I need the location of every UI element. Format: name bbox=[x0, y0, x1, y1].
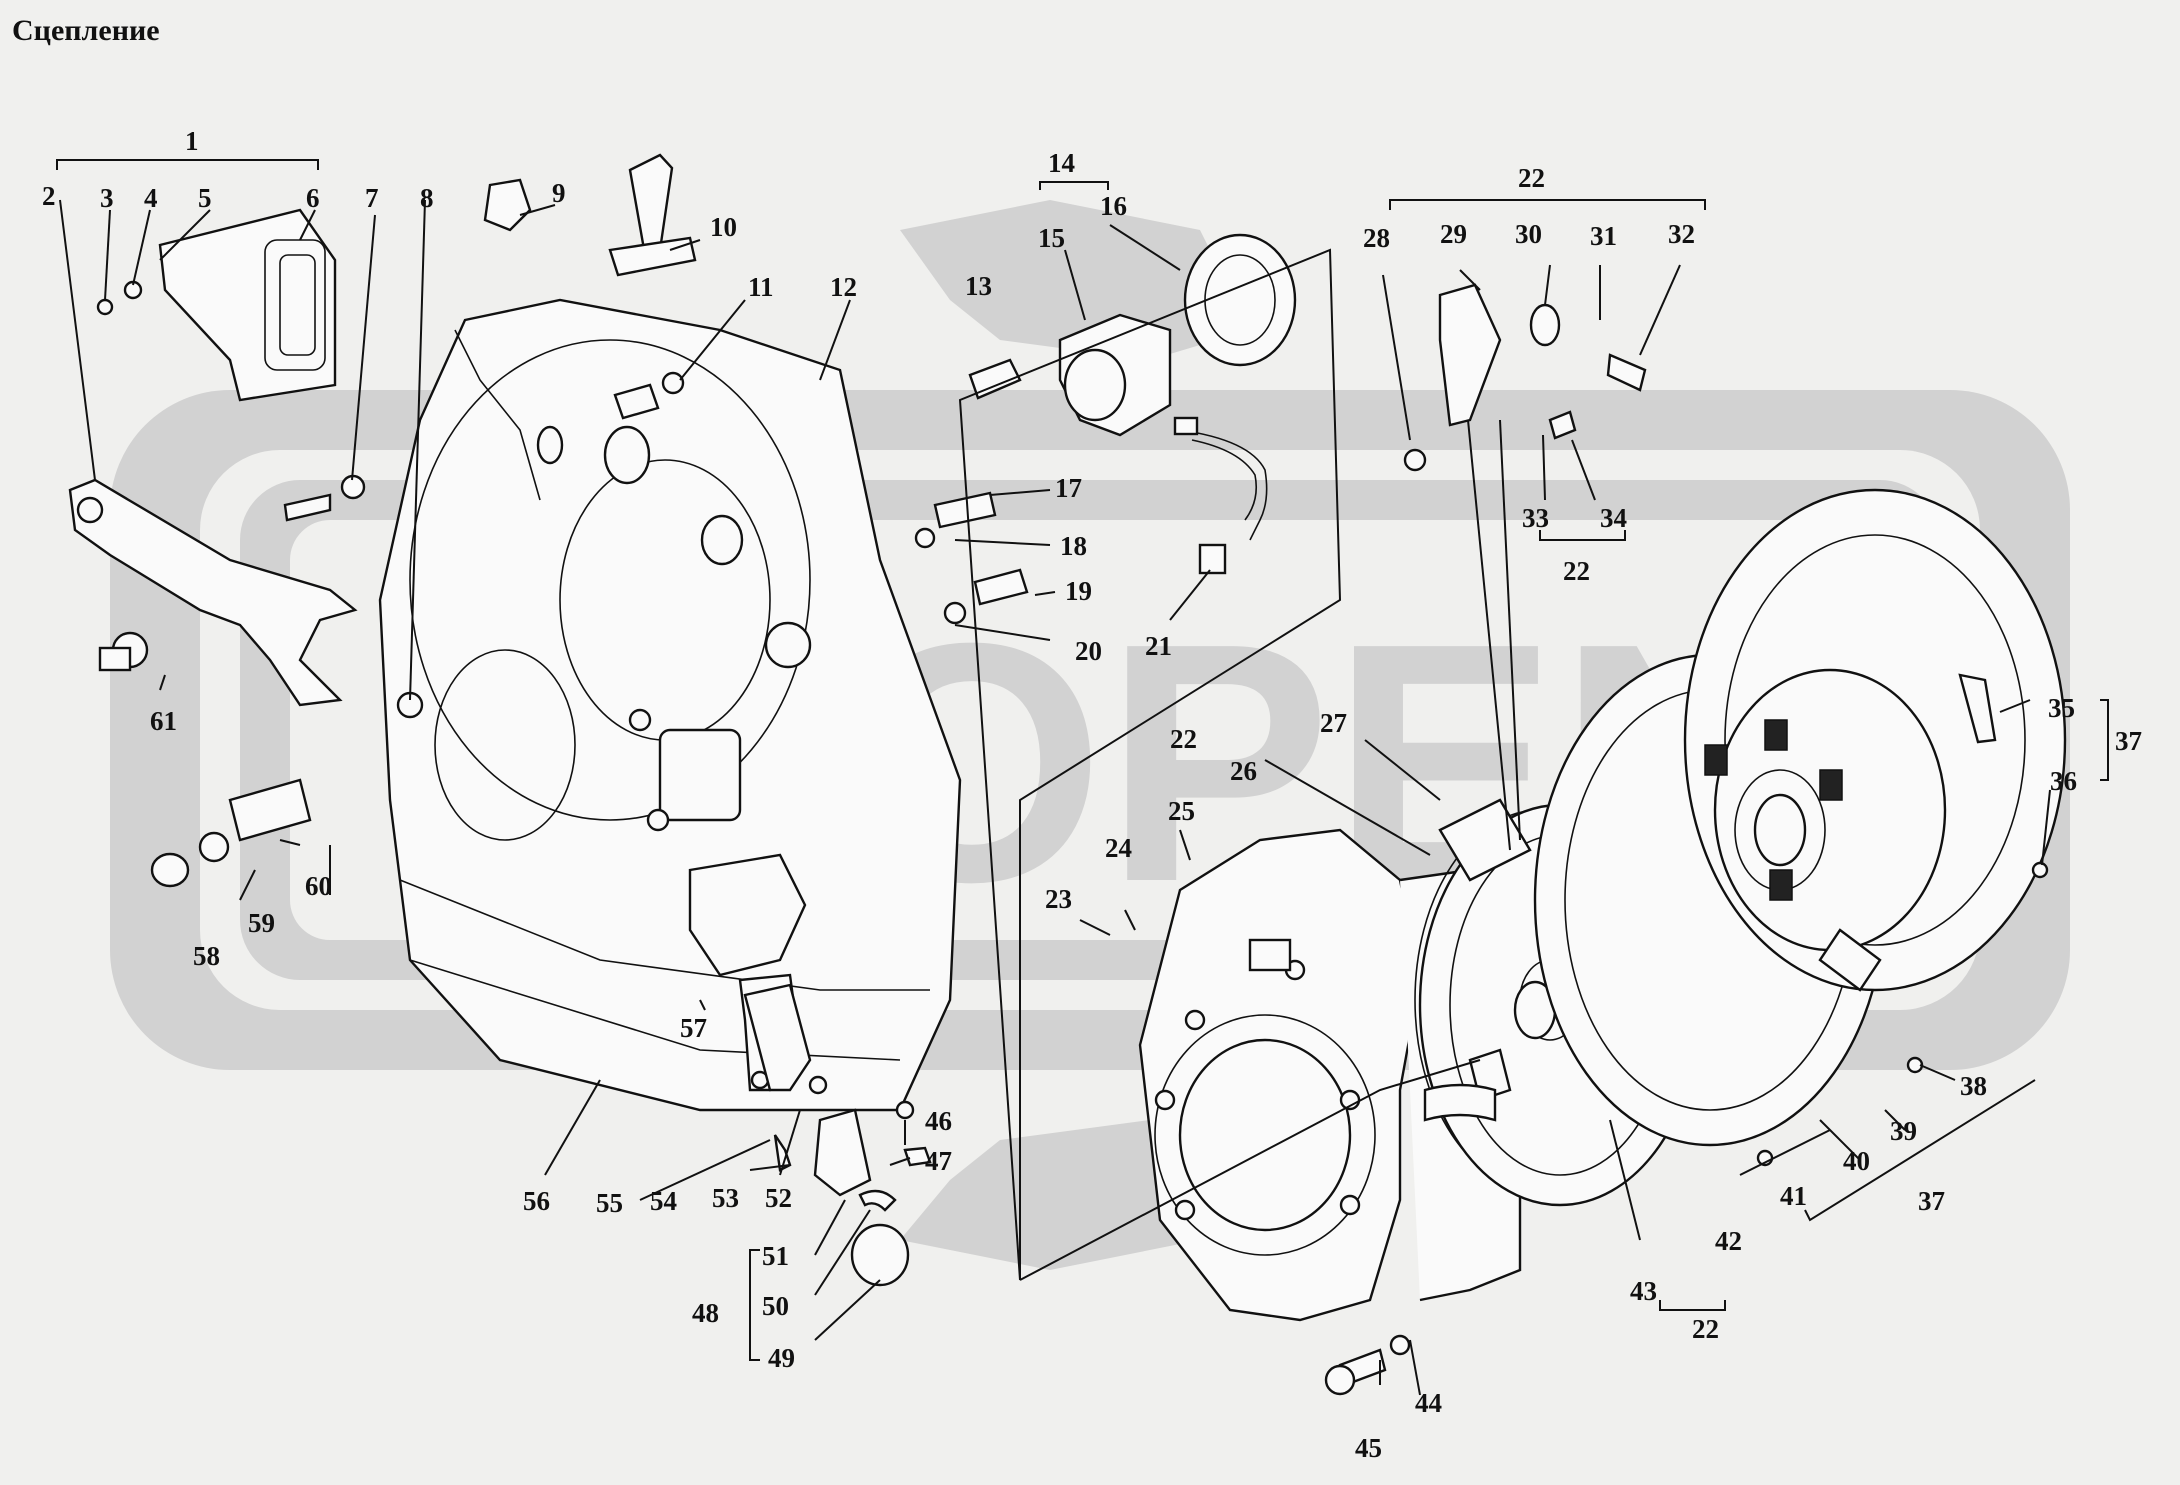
label-48: 48 bbox=[692, 1298, 719, 1328]
page-title: Сцепление bbox=[12, 14, 160, 47]
label-45: 45 bbox=[1355, 1433, 1382, 1463]
label-27: 27 bbox=[1320, 708, 1347, 738]
clutch-disc-assembly bbox=[1533, 488, 2067, 1167]
label-8: 8 bbox=[420, 183, 434, 213]
label-22c: 22 bbox=[1170, 724, 1197, 754]
label-30: 30 bbox=[1515, 219, 1542, 249]
label-18: 18 bbox=[1060, 531, 1087, 561]
label-50: 50 bbox=[762, 1291, 789, 1321]
label-51: 51 bbox=[762, 1241, 789, 1271]
clutch-housing bbox=[378, 298, 962, 1112]
label-46: 46 bbox=[925, 1106, 952, 1136]
label-20: 20 bbox=[1075, 636, 1102, 666]
label-55: 55 bbox=[596, 1188, 623, 1218]
label-19: 19 bbox=[1065, 576, 1092, 606]
label-1: 1 bbox=[185, 126, 199, 156]
label-2: 2 bbox=[42, 181, 56, 211]
label-22d: 22 bbox=[1692, 1314, 1719, 1344]
label-58: 58 bbox=[193, 941, 220, 971]
label-22b: 22 bbox=[1563, 556, 1590, 586]
label-15: 15 bbox=[1038, 223, 1065, 253]
label-11: 11 bbox=[748, 272, 774, 302]
small-parts-top bbox=[483, 153, 697, 420]
label-28: 28 bbox=[1363, 223, 1390, 253]
label-32: 32 bbox=[1668, 219, 1695, 249]
label-29: 29 bbox=[1440, 219, 1467, 249]
label-41: 41 bbox=[1780, 1181, 1807, 1211]
label-52: 52 bbox=[765, 1183, 792, 1213]
label-22a: 22 bbox=[1518, 163, 1545, 193]
release-bearing-parts bbox=[914, 233, 1297, 625]
lower-small-parts bbox=[150, 778, 1411, 1396]
label-49: 49 bbox=[768, 1343, 795, 1373]
label-17: 17 bbox=[1055, 473, 1082, 503]
label-10: 10 bbox=[710, 212, 737, 242]
label-33: 33 bbox=[1522, 503, 1549, 533]
label-60: 60 bbox=[305, 871, 332, 901]
label-31: 31 bbox=[1590, 221, 1617, 251]
label-36: 36 bbox=[2050, 766, 2077, 796]
label-40: 40 bbox=[1843, 1146, 1870, 1176]
label-3: 3 bbox=[100, 183, 114, 213]
label-57: 57 bbox=[680, 1013, 707, 1043]
label-21: 21 bbox=[1145, 631, 1172, 661]
label-14: 14 bbox=[1048, 148, 1075, 178]
label-12: 12 bbox=[830, 272, 857, 302]
label-23: 23 bbox=[1045, 884, 1072, 914]
label-47: 47 bbox=[925, 1146, 952, 1176]
label-61: 61 bbox=[150, 706, 177, 736]
label-16: 16 bbox=[1100, 191, 1127, 221]
label-5: 5 bbox=[198, 183, 212, 213]
label-7: 7 bbox=[365, 183, 379, 213]
label-43: 43 bbox=[1630, 1276, 1657, 1306]
label-42: 42 bbox=[1715, 1226, 1742, 1256]
label-54: 54 bbox=[650, 1186, 677, 1216]
label-35: 35 bbox=[2048, 693, 2075, 723]
part-number-labels: 1 2 3 4 5 6 7 8 9 10 11 12 13 14 15 16 1… bbox=[42, 126, 2142, 1463]
label-53: 53 bbox=[712, 1183, 739, 1213]
leader-lines bbox=[56, 159, 2109, 1396]
label-38: 38 bbox=[1960, 1071, 1987, 1101]
label-24: 24 bbox=[1105, 833, 1132, 863]
label-25: 25 bbox=[1168, 796, 1195, 826]
label-37a: 37 bbox=[2115, 726, 2142, 756]
label-9: 9 bbox=[552, 178, 566, 208]
label-37b: 37 bbox=[1918, 1186, 1945, 1216]
label-39: 39 bbox=[1890, 1116, 1917, 1146]
label-44: 44 bbox=[1415, 1388, 1442, 1418]
label-26: 26 bbox=[1230, 756, 1257, 786]
clutch-fork-assembly bbox=[68, 208, 366, 707]
label-56: 56 bbox=[523, 1186, 550, 1216]
label-4: 4 bbox=[144, 183, 158, 213]
label-59: 59 bbox=[248, 908, 275, 938]
label-13: 13 bbox=[965, 271, 992, 301]
label-34: 34 bbox=[1600, 503, 1627, 533]
label-6: 6 bbox=[306, 183, 320, 213]
